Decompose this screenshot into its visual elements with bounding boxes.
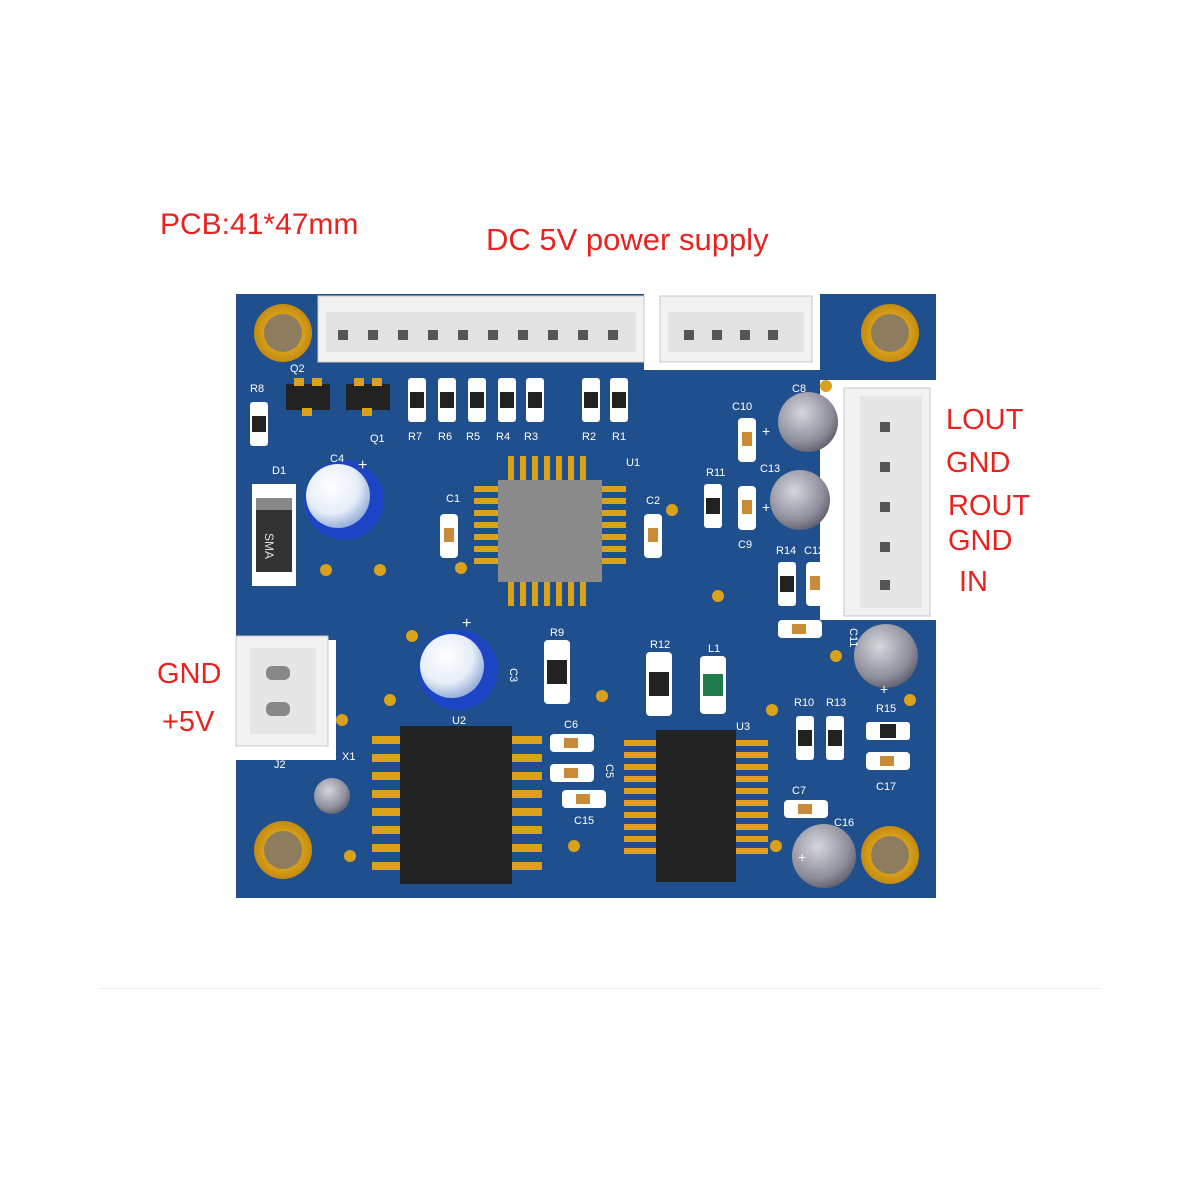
- silk-C9: C9: [738, 539, 752, 551]
- capacitor-c3: [418, 630, 498, 710]
- resistor-row: [408, 378, 628, 422]
- silk-C8-plus: +: [762, 423, 770, 439]
- pin-label-gnd-1: GND: [946, 447, 1011, 479]
- chip-u2: [372, 726, 542, 884]
- capacitor-c13: [770, 470, 830, 530]
- capacitor-c14: [854, 624, 918, 688]
- silk-C15: C15: [574, 815, 594, 827]
- silk-R4: R4: [496, 431, 510, 443]
- capacitor-c1: [440, 514, 458, 558]
- diode-d1: [252, 484, 296, 586]
- silk-C8: C8: [792, 383, 806, 395]
- chip-u3: [624, 730, 768, 882]
- silk-C6: C6: [564, 719, 578, 731]
- silk-C5: C5: [603, 764, 615, 778]
- silk-C16: C16: [834, 817, 854, 829]
- capacitor-c10: [738, 418, 756, 462]
- silk-R15: R15: [876, 703, 896, 715]
- pcb-size-label: PCB:41*47mm: [160, 208, 359, 241]
- resistor-r12: [646, 652, 672, 716]
- vias: [320, 380, 916, 862]
- silk-C12: C12: [804, 545, 824, 557]
- connector-10pin: [317, 295, 645, 363]
- capacitor-c11: [778, 620, 822, 638]
- capacitor-c2: [644, 514, 662, 558]
- silk-C11: C11: [847, 628, 859, 647]
- resistor-r8: [250, 402, 268, 446]
- capacitor-c5: [550, 764, 594, 782]
- pin-label-rout: ROUT: [948, 490, 1031, 522]
- resistor-r10: [796, 716, 814, 760]
- silk-C7: C7: [792, 785, 806, 797]
- connector-audio-5pin: [843, 387, 931, 617]
- capacitor-c7: [784, 800, 828, 818]
- resistor-r11: [704, 484, 722, 528]
- silk-Q1: Q1: [370, 433, 385, 445]
- silk-C17: C17: [876, 781, 896, 793]
- silk-R14: R14: [776, 545, 796, 557]
- capacitor-c16: [792, 824, 856, 888]
- silk-C10: C10: [732, 401, 752, 413]
- capacitor-c15: [562, 790, 606, 808]
- silk-U2: U2: [452, 715, 466, 727]
- silk-SMA: SMA: [262, 533, 276, 559]
- transistor-q2: [286, 378, 330, 416]
- silk-R1: R1: [612, 431, 626, 443]
- silk-R8: R8: [250, 383, 264, 395]
- crystal-x1: [314, 778, 350, 814]
- silk-R6: R6: [438, 431, 452, 443]
- silk-C13-plus: +: [762, 499, 770, 515]
- mounting-holes: [254, 304, 919, 884]
- silk-U1: U1: [626, 457, 640, 469]
- connector-power-j2: [235, 635, 329, 747]
- pin-label-power-gnd: GND: [157, 658, 222, 690]
- silk-R9: R9: [550, 627, 564, 639]
- pin-label-power-5v: +5V: [162, 706, 215, 738]
- silk-R7: R7: [408, 431, 422, 443]
- inductor-l1: [700, 656, 726, 714]
- capacitor-c12: [806, 562, 824, 606]
- transistor-q1: [346, 378, 390, 416]
- silk-C14-plus: +: [880, 681, 888, 697]
- pin-label-lout: LOUT: [946, 404, 1024, 436]
- power-supply-label: DC 5V power supply: [486, 222, 769, 257]
- silk-R12: R12: [650, 639, 670, 651]
- silk-X1: X1: [342, 751, 355, 763]
- silk-D1: D1: [272, 465, 286, 477]
- capacitor-c9: [738, 486, 756, 530]
- silk-C1: C1: [446, 493, 460, 505]
- silk-C4-plus: +: [358, 457, 367, 474]
- silk-U3: U3: [736, 721, 750, 733]
- silk-R2: R2: [582, 431, 596, 443]
- connector-5pin-top: [659, 295, 813, 363]
- capacitor-c4: [304, 460, 384, 540]
- silk-C16-plus: +: [798, 849, 806, 865]
- silk-R3: R3: [524, 431, 538, 443]
- resistor-r14: [778, 562, 796, 606]
- silk-R13: R13: [826, 697, 846, 709]
- silk-J2: J2: [274, 759, 286, 771]
- silk-L1: L1: [708, 643, 720, 655]
- capacitor-c17: [866, 752, 910, 770]
- resistor-r13: [826, 716, 844, 760]
- silk-C3-plus: +: [462, 615, 471, 632]
- silk-C4: C4: [330, 453, 344, 465]
- capacitor-c8: [778, 392, 838, 452]
- pin-label-in: IN: [959, 566, 988, 598]
- silk-C2: C2: [646, 495, 660, 507]
- resistor-r9: [544, 640, 570, 704]
- pin-label-gnd-2: GND: [948, 525, 1013, 557]
- resistor-r15: [866, 722, 910, 740]
- silk-R5: R5: [466, 431, 480, 443]
- silk-C13: C13: [760, 463, 780, 475]
- silk-C3: C3: [507, 668, 519, 682]
- chip-u1: [474, 456, 626, 606]
- silk-R10: R10: [794, 697, 814, 709]
- divider-line: [100, 988, 1100, 989]
- silk-R11: R11: [706, 467, 725, 479]
- silk-Q2: Q2: [290, 363, 305, 375]
- capacitor-c6: [550, 734, 594, 752]
